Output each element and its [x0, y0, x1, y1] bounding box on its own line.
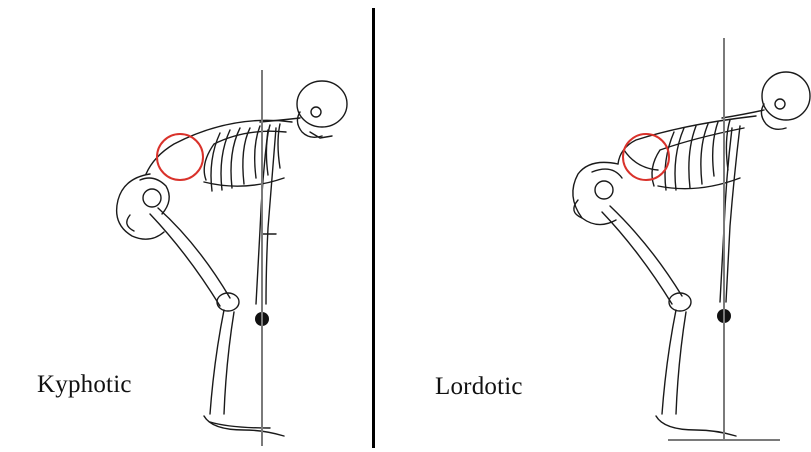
skull [761, 72, 810, 129]
arm [726, 126, 740, 302]
lordotic-panel: Lordotic [378, 0, 811, 452]
pelvis [573, 150, 658, 225]
arm [266, 128, 276, 304]
kyphotic-panel: Kyphotic [0, 0, 372, 452]
kyphotic-caption: Kyphotic [37, 371, 132, 399]
foot [204, 416, 284, 436]
pelvis [117, 174, 170, 239]
tibia [210, 310, 224, 414]
femur [158, 208, 230, 298]
rib-cage [146, 120, 292, 191]
skull [297, 81, 347, 138]
tibia [662, 310, 676, 414]
lordotic-caption: Lordotic [435, 373, 523, 401]
knee [669, 293, 691, 311]
femur [610, 206, 682, 296]
panel-divider [372, 8, 375, 448]
cervical-spine [722, 110, 764, 118]
